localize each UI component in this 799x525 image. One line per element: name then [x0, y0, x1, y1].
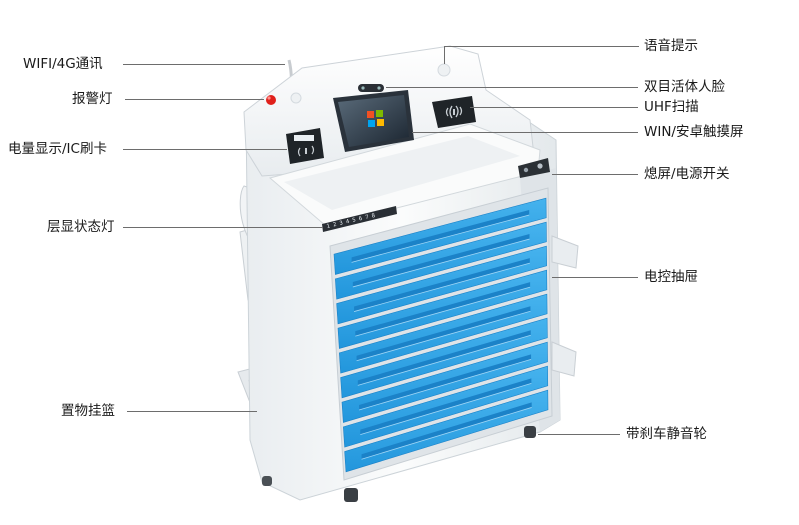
callout-drawers: 电控抽屉: [644, 269, 698, 285]
ic-card-panel: [286, 128, 324, 164]
leader-screen: [412, 132, 638, 133]
callout-wheels: 带刹车静音轮: [626, 426, 707, 442]
drawer-handle: [351, 210, 530, 263]
leader-power-display: [123, 149, 287, 150]
leader-face: [386, 87, 638, 88]
leader-voice-drop: [444, 46, 445, 64]
drawer-handle: [361, 402, 532, 460]
drawer-handle-highlight: [356, 310, 531, 362]
drawer-handle: [356, 306, 531, 361]
callout-wifi: WIFI/4G通讯: [23, 56, 103, 72]
callout-basket: 置物挂篮: [61, 403, 115, 419]
drawer-handle: [360, 378, 532, 435]
leader-layer-light: [123, 227, 323, 228]
power-switch: [518, 158, 550, 178]
drawer-handle-highlight: [361, 407, 532, 460]
drawer-handle-highlight: [355, 286, 531, 337]
callout-voice: 语音提示: [644, 38, 698, 54]
drawer-handle: [354, 258, 530, 312]
leader-drawers: [552, 277, 638, 278]
uhf-reader: [432, 96, 476, 128]
leader-wheels: [538, 434, 620, 435]
drawer-stack: [333, 197, 549, 473]
drawer-handle-highlight: [353, 262, 530, 312]
touch-screen: [333, 90, 414, 152]
callout-face: 双目活体人脸: [644, 79, 725, 95]
face-camera: [358, 84, 384, 92]
drawer-handle: [359, 354, 532, 411]
callout-alarm: 报警灯: [72, 91, 113, 107]
windows-logo-icon: [367, 110, 384, 127]
drawer-handle-highlight: [360, 382, 532, 436]
leader-power-switch: [552, 174, 638, 175]
callout-power-display: 电量显示/IC刷卡: [8, 141, 107, 157]
callout-uhf: UHF扫描: [644, 99, 699, 115]
leader-voice: [444, 46, 639, 47]
drawer-handle-highlight: [351, 214, 530, 263]
callout-power-switch: 熄屏/电源开关: [644, 166, 730, 182]
leader-wifi: [123, 64, 285, 65]
drawer-handle-highlight: [352, 238, 530, 288]
leader-alarm: [125, 99, 264, 100]
speaker-left: [290, 92, 302, 104]
leader-uhf: [470, 107, 638, 108]
speaker-right: [437, 63, 451, 77]
leader-basket: [127, 411, 257, 412]
callout-screen: WIN/安卓触摸屏: [644, 124, 744, 140]
callout-layer-light: 层显状态灯: [47, 219, 115, 235]
alarm-light: [266, 95, 276, 105]
caster-wheels: [262, 426, 536, 502]
drawer-handle-highlight: [358, 358, 532, 411]
drawer-handle: [357, 330, 531, 386]
drawer-handle: [355, 282, 531, 337]
drawer-handle: [352, 234, 530, 287]
right-basket: [551, 235, 579, 377]
drawer-handle-highlight: [357, 334, 531, 386]
